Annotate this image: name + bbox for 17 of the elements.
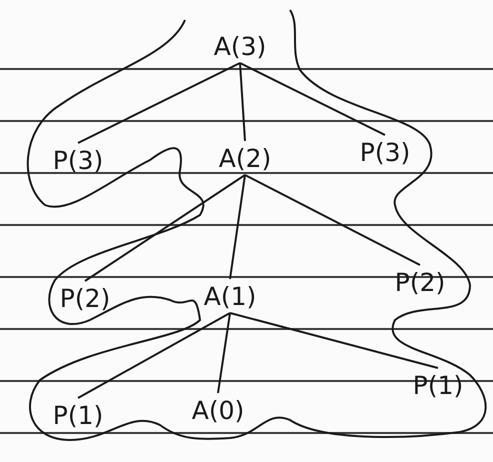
tree-branch-line (78, 62, 240, 144)
tree-branch-line (244, 174, 420, 266)
node-label: A(1) (188, 279, 272, 313)
node-label: P(1) (36, 398, 120, 432)
node-label: A(3) (198, 29, 282, 63)
tree-branch-line (84, 174, 246, 282)
tree-branch-line (230, 312, 438, 369)
tree-branch-line (229, 174, 246, 280)
tree-branch-line (240, 62, 386, 136)
node-label: A(2) (203, 141, 287, 175)
node-label: P(3) (36, 143, 120, 177)
node-label: P(3) (343, 135, 427, 169)
tree-branch-line (78, 312, 230, 399)
node-label: P(2) (43, 281, 127, 315)
tree-branch-line (239, 62, 246, 142)
node-label: A(0) (176, 393, 260, 427)
tree-branch-line (217, 312, 231, 394)
